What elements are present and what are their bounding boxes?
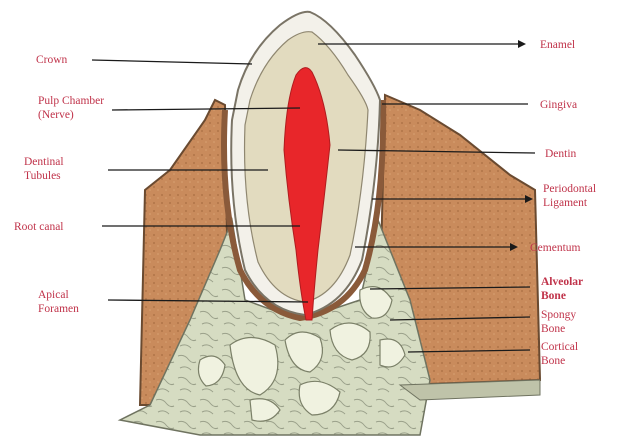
label-spongy-bone: Bone: [541, 323, 565, 335]
label-apical: Apical: [38, 289, 69, 301]
label-foramen: Foramen: [38, 303, 79, 315]
label-enamel: Enamel: [540, 39, 575, 51]
label-crown: Crown: [36, 54, 68, 66]
label-ligament: Ligament: [543, 197, 588, 209]
label-spongy: Spongy: [541, 309, 576, 321]
label-cortical-bone: Bone: [541, 355, 565, 367]
label-pulp-chamber: Pulp Chamber: [38, 95, 104, 107]
label-dentin: Dentin: [545, 148, 577, 160]
label-gingiva: Gingiva: [540, 99, 577, 111]
label-tubules: Tubules: [24, 170, 61, 182]
label-root-canal: Root canal: [14, 221, 64, 233]
label-cortical: Cortical: [541, 341, 578, 353]
label-periodontal: Periodontal: [543, 183, 596, 195]
label-cementum: Cementum: [530, 242, 581, 254]
label-alveolar: Alveolar: [541, 276, 583, 288]
label-pulp-chamber-nerve: (Nerve): [38, 109, 74, 121]
label-alveolar-bone: Bone: [541, 290, 566, 302]
label-dentinal: Dentinal: [24, 156, 64, 168]
